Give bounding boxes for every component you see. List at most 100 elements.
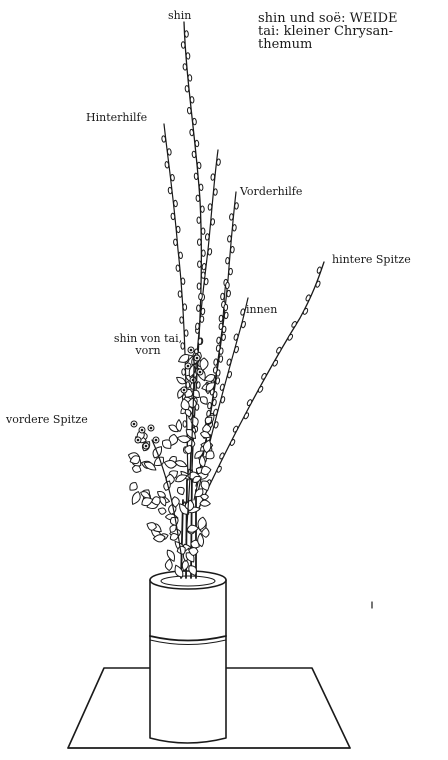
mum-leaf — [165, 559, 172, 571]
catkin — [220, 293, 224, 300]
catkin — [257, 386, 263, 393]
catkin — [198, 261, 202, 267]
catkin — [224, 304, 228, 311]
catkin — [171, 213, 175, 220]
catkin — [207, 402, 212, 409]
catkin — [216, 370, 220, 377]
label-shin-von-tai-line-2: vorn — [112, 345, 184, 357]
willow-catkins — [162, 31, 322, 487]
catkin — [200, 206, 204, 213]
catkin — [200, 316, 204, 323]
catkin — [315, 281, 321, 288]
catkin — [215, 377, 219, 384]
catkin — [192, 118, 196, 125]
catkin — [168, 187, 172, 194]
catkin — [213, 189, 217, 196]
mum-flower-center — [187, 365, 189, 367]
catkin — [213, 359, 217, 366]
mum-flower-center — [155, 439, 157, 441]
catkin — [225, 257, 229, 264]
catkin — [183, 304, 187, 311]
catkin — [305, 294, 311, 301]
mum-flower-center — [196, 357, 198, 359]
catkin — [208, 204, 212, 211]
catkin — [232, 224, 236, 231]
catkin — [216, 337, 220, 344]
catkin — [201, 228, 205, 234]
catkin — [227, 235, 231, 242]
catkin — [219, 452, 225, 459]
catkin — [178, 291, 182, 298]
catkin — [187, 107, 191, 114]
mum-flower-center — [145, 445, 147, 447]
catkin — [246, 399, 252, 406]
catkin — [197, 283, 201, 289]
catkin — [190, 129, 194, 136]
catkin — [195, 323, 199, 330]
mum-leaf — [200, 500, 210, 506]
catkin — [170, 174, 174, 181]
mum-flower-center — [150, 427, 152, 429]
catkin — [219, 315, 223, 322]
catkin — [201, 272, 205, 278]
catkin — [198, 338, 202, 345]
catkin — [173, 200, 177, 207]
label-innen: innen — [246, 304, 277, 316]
catkin — [173, 239, 177, 246]
catkin — [181, 278, 185, 285]
mum-flower-center — [133, 423, 135, 425]
catkin — [176, 226, 180, 233]
catkin — [234, 203, 238, 210]
catkin — [167, 149, 171, 156]
catkin — [222, 326, 226, 333]
catkin — [185, 85, 189, 92]
catkin — [198, 293, 202, 300]
mum-flower-center — [199, 371, 201, 373]
catkin — [232, 425, 238, 432]
catkin — [192, 151, 196, 158]
catkin — [216, 466, 222, 473]
catkin — [186, 382, 190, 388]
catkin — [197, 217, 201, 224]
catkin — [162, 136, 166, 143]
mum-leaf — [176, 485, 186, 496]
label-shin: shin — [168, 10, 191, 22]
catkin — [230, 246, 234, 253]
mum-flower-center — [141, 429, 143, 431]
catkin — [243, 412, 249, 419]
catkin — [205, 234, 209, 241]
catkin — [186, 53, 190, 60]
catkin — [176, 265, 180, 272]
catkin — [213, 391, 217, 398]
vase — [150, 571, 226, 743]
mum-flower-center — [137, 439, 139, 441]
catkin — [199, 184, 203, 191]
catkin — [182, 369, 186, 376]
catkin — [219, 348, 223, 355]
catkin — [196, 195, 200, 202]
catkin — [197, 162, 201, 169]
mum-leaf — [128, 481, 140, 493]
label-vordere-spitze: vordere Spitze — [6, 414, 88, 426]
catkin — [261, 373, 267, 380]
catkin — [202, 263, 206, 270]
catkin — [211, 219, 215, 226]
catkin — [219, 356, 223, 363]
catkin — [196, 305, 200, 312]
catkin — [229, 268, 233, 275]
catkin — [195, 140, 199, 147]
catkin — [194, 173, 198, 180]
catkin — [230, 439, 236, 446]
catkin — [316, 266, 322, 273]
mum-flower-center — [183, 389, 185, 391]
label-vorderhilfe: Vorderhilfe — [240, 186, 302, 198]
catkin — [302, 308, 308, 315]
catkin — [287, 334, 293, 341]
catkin — [185, 31, 189, 38]
catkin — [276, 347, 282, 354]
catkin — [188, 75, 192, 82]
catkin — [181, 42, 185, 49]
catkin — [272, 360, 278, 367]
